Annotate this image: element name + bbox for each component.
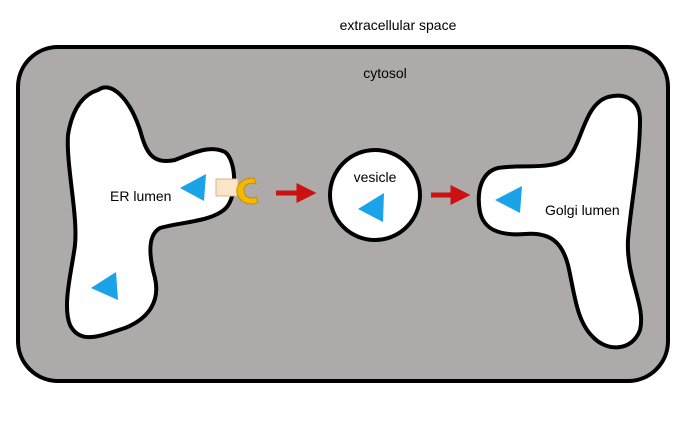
cargo-triangle-vesicle [358, 193, 384, 222]
vesicle [328, 148, 422, 242]
cargo-receptor-stem [215, 178, 239, 197]
golgi-lumen [476, 93, 644, 350]
cargo-triangle-er-2 [91, 272, 118, 300]
golgi-lumen-label: Golgi lumen [545, 202, 620, 218]
er-lumen-label: ER lumen [110, 188, 171, 204]
cytosol-label: cytosol [363, 65, 407, 81]
cargo-triangle-er-1 [180, 174, 206, 201]
cargo-triangle-golgi [495, 186, 522, 213]
er-lumen [64, 85, 237, 340]
vesicle-label: vesicle [354, 169, 397, 185]
extracellular-space-label: extracellular space [340, 17, 457, 33]
cargo-receptor-cup [236, 177, 259, 205]
